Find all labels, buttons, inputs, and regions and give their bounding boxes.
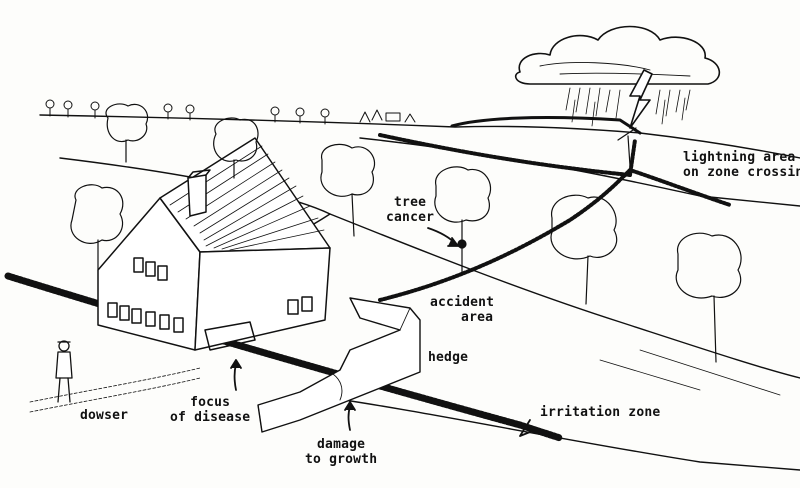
label-damage-to-growth: damage to growth [305, 437, 377, 467]
label-focus-line1: focus [190, 395, 231, 410]
tree-cancer [434, 166, 492, 276]
irritation-zone-back [378, 133, 637, 177]
label-focus-of-disease: focus of disease [170, 395, 250, 425]
label-lightning-area: lightning area on zone crossing [683, 150, 800, 180]
label-lightning-line1: lightning area [683, 150, 796, 165]
tree-3 [70, 184, 124, 271]
label-dowser: dowser [80, 408, 129, 423]
label-damage-line1: damage [317, 437, 366, 452]
footpath [29, 367, 201, 413]
storm-cloud [514, 25, 721, 85]
label-tree-cancer: tree cancer [386, 195, 434, 225]
pointer-arrows [230, 227, 531, 437]
house [97, 137, 331, 351]
label-hedge: hedge [428, 350, 469, 365]
tree-2 [213, 117, 259, 179]
label-irritation-zone: irritation zone [540, 405, 661, 420]
label-lightning-line2: on zone crossing [683, 165, 800, 180]
label-tree-cancer-line2: cancer [386, 210, 435, 225]
tree-5 [550, 194, 618, 305]
lightning-bolt [629, 69, 653, 129]
trees [70, 103, 742, 363]
tree-1 [105, 103, 149, 163]
label-tree-cancer-line1: tree [394, 195, 427, 210]
label-accident-line2: area [461, 310, 494, 325]
dowser-figure [55, 340, 73, 403]
tree-6 [675, 232, 742, 363]
tree-4 [320, 143, 376, 237]
irritation-zone-main [4, 272, 564, 442]
distant-trees [45, 99, 642, 135]
rain [565, 87, 691, 127]
tree-lightning [617, 127, 637, 167]
label-damage-line2: to growth [305, 452, 378, 467]
label-accident-area: accident area [430, 295, 494, 325]
irritation-zone-accident [378, 168, 732, 302]
label-focus-line2: of disease [170, 410, 251, 425]
label-accident-line1: accident [430, 295, 495, 310]
hedge [257, 297, 421, 433]
